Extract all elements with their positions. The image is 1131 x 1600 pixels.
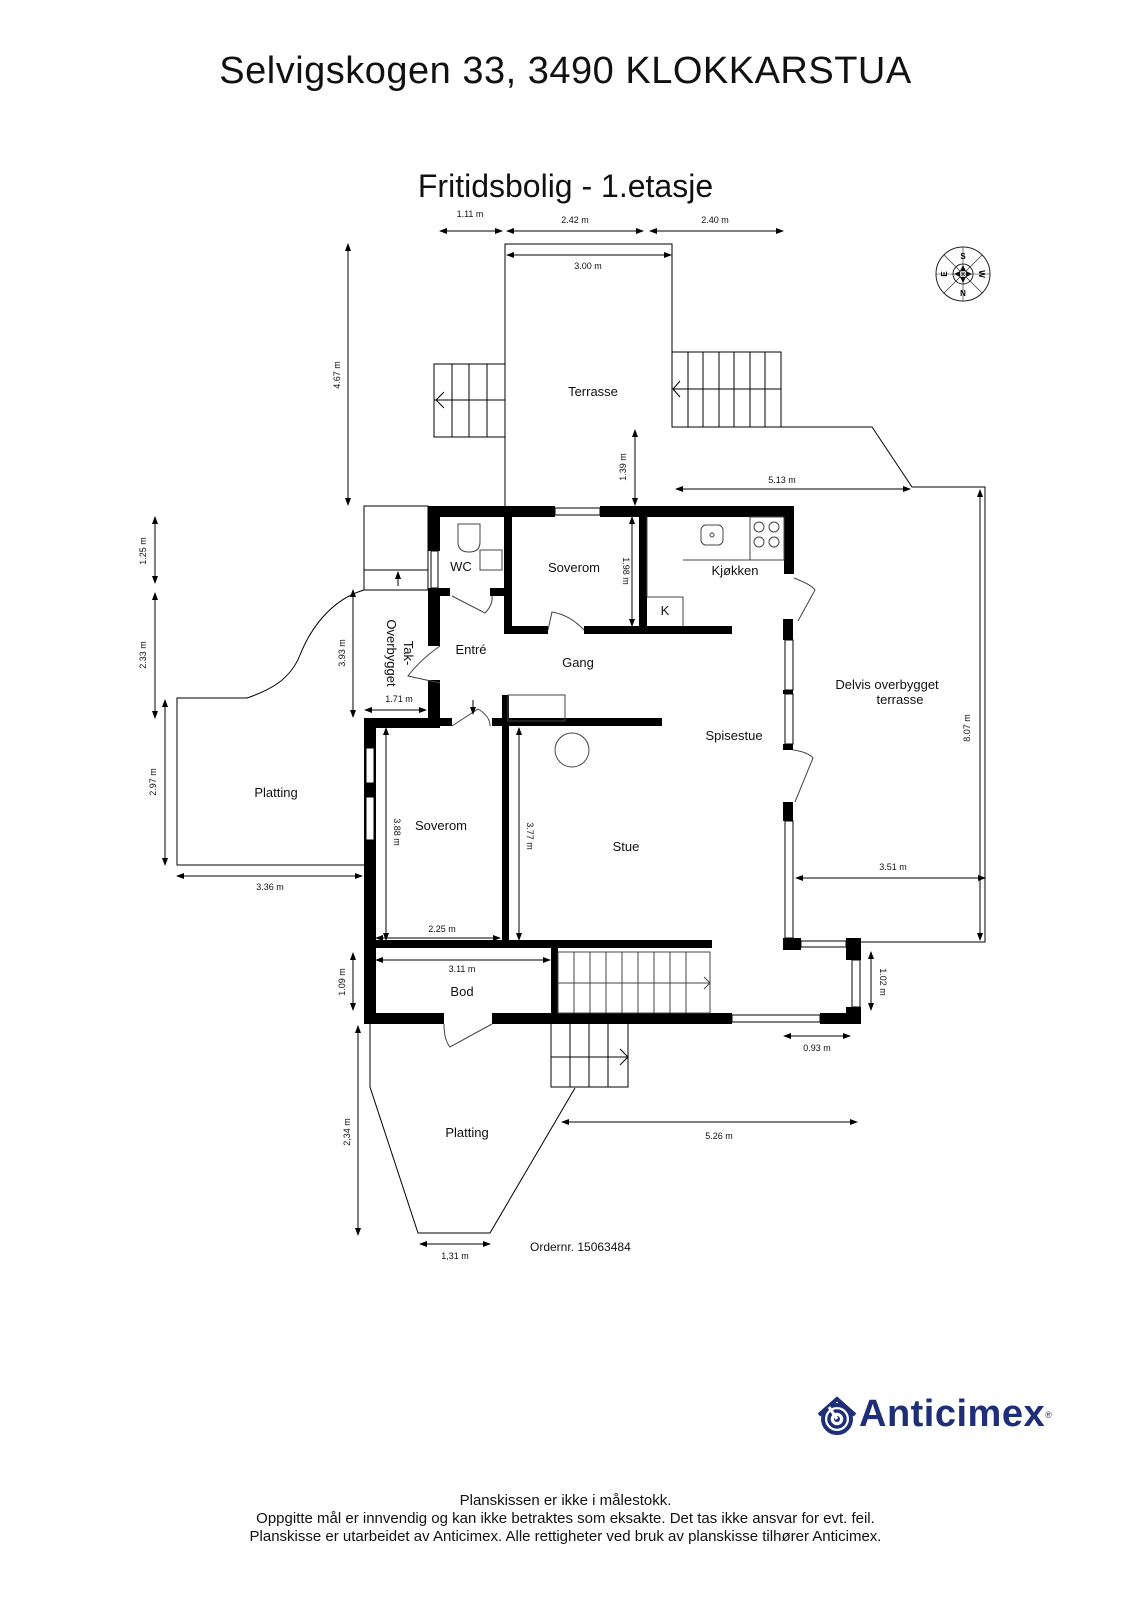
room-label-wc: WC	[450, 559, 472, 574]
dimension-lines	[152, 228, 986, 1247]
dim-terrasse-gap: 1.39 m	[618, 453, 628, 481]
walls	[364, 506, 861, 1024]
registered-mark: ®	[1045, 1409, 1052, 1420]
fixtures	[457, 516, 785, 1014]
compass-rose-icon: S N E W	[935, 246, 991, 302]
dim-terrasse-height: 4.67 m	[332, 361, 342, 389]
dim-top-mid: 2.42 m	[561, 215, 589, 225]
room-label-platting-west: Platting	[254, 785, 297, 800]
disclaimer-line-3: Planskisse er utarbeidet av Anticimex. A…	[249, 1528, 882, 1545]
dim-stue-height: 3.77 m	[525, 822, 535, 850]
dim-terrasse-width: 3.00 m	[574, 261, 602, 271]
room-label-delvis-line1: Delvis overbygget	[835, 677, 939, 692]
toilet-icon	[457, 523, 481, 553]
room-label-tak-line2: Overbygget	[384, 619, 399, 687]
disclaimer-line-2: Oppgitte mål er innvendig og kan ikke be…	[256, 1510, 875, 1527]
disclaimer-line-1: Planskissen er ikke i målestokk.	[459, 1492, 672, 1509]
compass-label-w: W	[977, 270, 986, 278]
order-number: Ordernr. 15063484	[530, 1240, 631, 1254]
dim-top-left: 1.11 m	[457, 209, 484, 219]
dim-platting-south-height: 2,34 m	[342, 1118, 352, 1146]
disclaimer: Planskissen er ikke i målestokk. Oppgitt…	[0, 1492, 1131, 1546]
terrasse-area	[433, 243, 986, 943]
dim-east-terrace-height: 8.07 m	[962, 714, 972, 742]
compass-label-n: N	[960, 288, 966, 297]
dim-east-top: 5.13 m	[768, 475, 796, 485]
dim-platting-south-offset: 5.26 m	[705, 1131, 733, 1141]
dim-east-terrace-width: 3.51 m	[879, 862, 907, 872]
dim-bod-width: 3.11 m	[449, 964, 476, 974]
room-label-soverom-2: Soverom	[415, 818, 467, 833]
room-label-stue: Stue	[613, 839, 640, 854]
room-label-terrasse: Terrasse	[568, 384, 618, 399]
kitchen-sink-icon	[700, 524, 724, 546]
room-label-kjokken-k: K	[661, 603, 670, 618]
room-label-tak-line1: Tak-	[401, 641, 416, 666]
dim-bay-height: 1.02 m	[878, 968, 888, 996]
dim-soverom1-height: 1.98 m	[621, 557, 631, 585]
fireplace-icon	[554, 732, 590, 768]
dim-platting-west-height: 2.97 m	[148, 768, 158, 796]
room-label-spisestue: Spisestue	[705, 728, 762, 743]
brand-name: Anticimex	[859, 1393, 1046, 1435]
dim-soverom2-width: 2.25 m	[428, 924, 456, 934]
doors	[407, 577, 816, 1048]
dim-left-233: 2.33 m	[138, 641, 148, 669]
platting-south-area	[369, 1022, 629, 1234]
dim-tak-height: 3.93 m	[337, 639, 347, 667]
anticimex-logo-icon	[817, 1395, 857, 1435]
floor-title: Fritidsbolig - 1.etasje	[417, 168, 714, 204]
room-label-gang: Gang	[562, 655, 594, 670]
room-label-bod: Bod	[450, 984, 473, 999]
dim-platting-west-width: 3.36 m	[256, 882, 284, 892]
room-label-soverom-1: Soverom	[548, 560, 600, 575]
dim-platting-south-bottom: 1,31 m	[441, 1251, 469, 1261]
compass-label-e: E	[940, 271, 949, 277]
dim-soverom2-height: 3.88 m	[392, 818, 402, 846]
dim-tak-width: 1.71 m	[385, 694, 413, 704]
anticimex-logo: Anticimex ®	[815, 1393, 1052, 1436]
sink-icon	[479, 549, 503, 571]
dim-top-right: 2.40 m	[701, 215, 729, 225]
room-label-kjokken: Kjøkken	[712, 563, 759, 578]
compass-label-s: S	[960, 252, 966, 261]
room-label-platting-south: Platting	[445, 1125, 488, 1140]
dim-bod-height: 1.09 m	[337, 968, 347, 996]
room-label-entre: Entré	[455, 642, 486, 657]
room-label-delvis-line2: terrasse	[877, 692, 924, 707]
property-address: Selvigskogen 33, 3490 KLOKKARSTUA	[219, 50, 912, 92]
stove-icon	[749, 516, 785, 561]
dim-left-125: 1.25 m	[138, 537, 148, 565]
dim-bay-width: 0.93 m	[803, 1043, 831, 1053]
